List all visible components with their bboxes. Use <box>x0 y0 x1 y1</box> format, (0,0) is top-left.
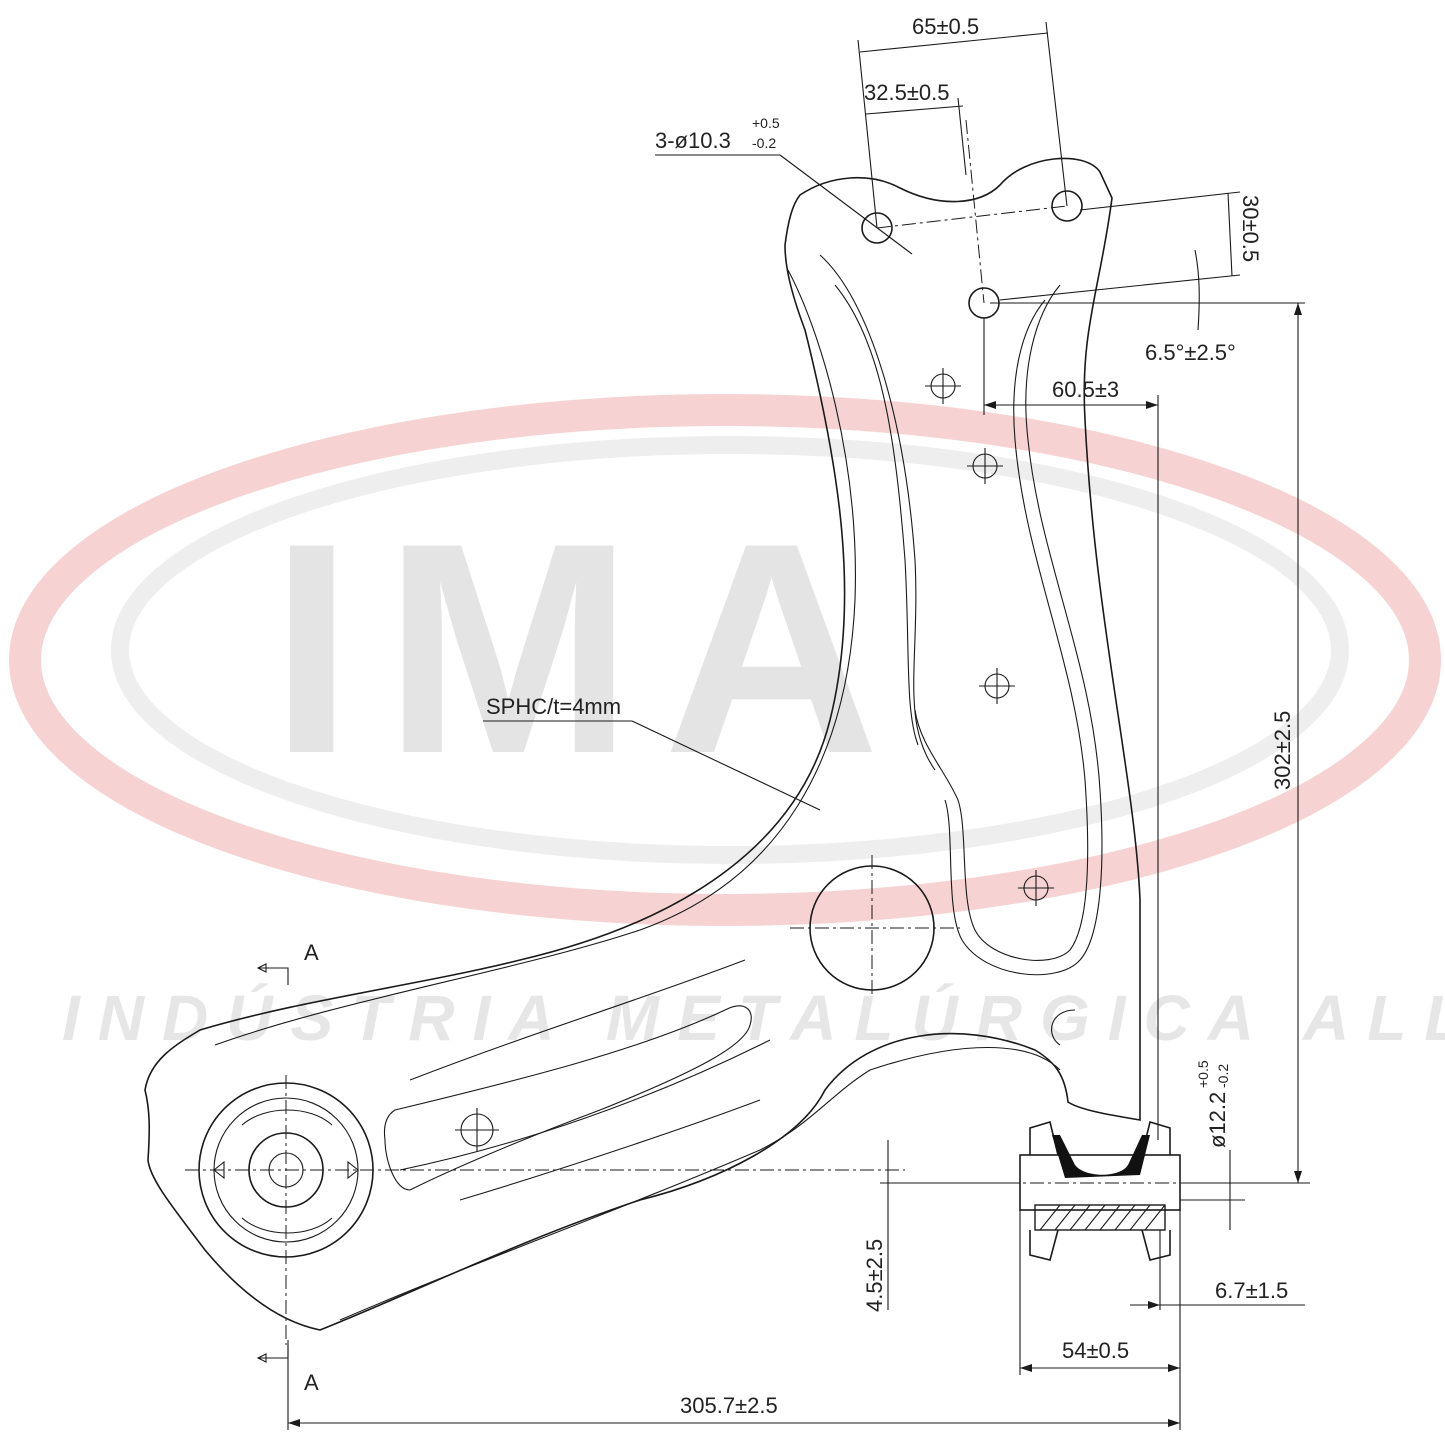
bushing-hatch-lines <box>1039 1204 1166 1231</box>
dim-bushing-bore: ø12.2 <box>1205 1092 1230 1148</box>
dim-vertical-offset: 4.5±2.5 <box>862 1239 887 1312</box>
section-marks: A A <box>256 940 319 1395</box>
watermark-company: INDÚSTRIA METALÚRGICA ALLI <box>62 982 1445 1054</box>
dim-65-ext-right <box>1045 21 1068 207</box>
dim-angle: 6.5°±2.5° <box>1145 340 1236 365</box>
weld-marks <box>455 368 1054 1152</box>
weld-mark <box>1018 870 1054 906</box>
watermark-logo: IMA <box>270 480 910 816</box>
dim-angle-arc <box>1194 249 1200 331</box>
dim-bushing-offset: 60.5±3 <box>1052 377 1119 402</box>
weld-mark <box>967 448 1003 484</box>
weld-mark <box>979 668 1015 704</box>
mounting-holes <box>861 119 1083 319</box>
arm-outline <box>144 157 1141 1331</box>
dim-bore-tol-lower: -0.2 <box>1215 1064 1231 1088</box>
dim-holes-tol-lower: -0.2 <box>752 135 776 151</box>
dim-32-ext-right <box>957 97 967 176</box>
dim-hole-row-offset: 30±0.5 <box>1238 195 1263 262</box>
arrowheads <box>288 303 1302 1427</box>
arm-pocket-lower <box>383 1005 752 1191</box>
dim-flange: 6.7±1.5 <box>1215 1278 1288 1303</box>
arrowhead <box>1148 1301 1160 1309</box>
dim-30-ext-top <box>1079 191 1241 211</box>
dim-30-line <box>1227 192 1233 277</box>
arrowhead <box>1146 401 1158 409</box>
material-note: SPHC/t=4mm <box>486 694 621 719</box>
arrowhead <box>1294 1171 1302 1183</box>
mount-hole-1 <box>861 212 893 244</box>
arrowhead <box>1168 1364 1180 1372</box>
ball-joint-slot-top <box>241 1109 333 1126</box>
dimensions: 65±0.5 32.5±0.5 3-ø10.3 +0.5 -0.2 30±0.5… <box>287 14 1310 1430</box>
weld-mark <box>925 368 961 404</box>
bushing-insert-hatch <box>1034 1204 1166 1231</box>
arrowhead <box>1020 1364 1032 1372</box>
material-callout: SPHC/t=4mm <box>483 694 821 811</box>
dim-bore-tol-upper: +0.5 <box>1195 1060 1211 1088</box>
arm-flange-left-inner-2 <box>834 284 919 746</box>
material-leader <box>631 720 821 811</box>
section-label-top: A <box>304 940 319 965</box>
dim-overall-height: 302±2.5 <box>1270 711 1295 790</box>
notch <box>1051 1009 1076 1046</box>
arm-pocket-lower-line2 <box>399 1039 771 1171</box>
hole-row-centerline <box>876 205 1068 229</box>
bushing <box>880 1120 1250 1261</box>
mount-hole-2 <box>1051 190 1083 222</box>
dim-hole-pattern-width: 65±0.5 <box>912 14 979 39</box>
watermark: IMA INDÚSTRIA METALÚRGICA ALLI <box>9 394 1445 1054</box>
dim-holes-tol-upper: +0.5 <box>752 115 780 131</box>
arm-pocket-right-inner <box>944 284 1103 976</box>
watermark-ring-outer <box>9 394 1441 926</box>
section-mark-bottom-arrow <box>256 1340 289 1363</box>
arrowhead <box>1168 1419 1180 1427</box>
arm-lower-edge-2 <box>339 1047 1061 1321</box>
dim-hole-half-spacing: 32.5±0.5 <box>864 80 949 105</box>
dim-32-line <box>865 105 964 115</box>
section-mark-top-arrow <box>256 963 289 985</box>
dim-65-ext-left <box>857 39 878 229</box>
watermark-ring-inner <box>111 436 1349 864</box>
weld-mark <box>455 1108 499 1152</box>
arm-pocket-right <box>914 299 1089 961</box>
dim-holes: 3-ø10.3 <box>655 128 731 153</box>
arm-flange-left <box>214 269 856 1046</box>
arrowhead <box>1294 303 1302 315</box>
arm-pocket-lower-line1 <box>409 959 746 1081</box>
dim-65-line <box>859 32 1049 53</box>
ball-joint <box>185 1075 905 1345</box>
arm-lower-edge <box>459 1099 761 1201</box>
dim-overall-length: 305.7±2.5 <box>680 1393 778 1418</box>
section-label-bottom: A <box>304 1370 319 1395</box>
ball-joint-slot-bottom <box>241 1217 333 1234</box>
arrowhead <box>984 401 996 409</box>
control-arm <box>144 157 1141 1331</box>
arrowhead <box>288 1419 300 1427</box>
dim-bushing-width: 54±0.5 <box>1062 1338 1129 1363</box>
bushing-rubber <box>1052 1135 1150 1178</box>
bushing-flange-bottom <box>1029 1229 1171 1261</box>
hole-vertical-centerline <box>965 119 985 304</box>
dim-holes-leader <box>779 154 913 255</box>
dim-30-ext-bottom <box>999 274 1241 301</box>
